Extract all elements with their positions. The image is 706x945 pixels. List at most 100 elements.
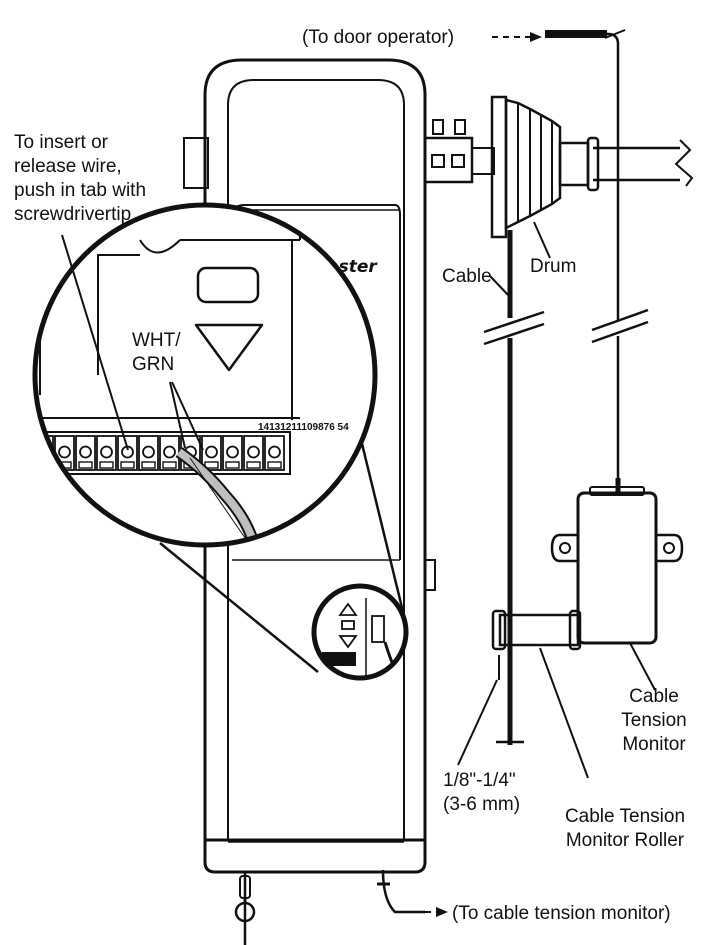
insert-note-line-4: screwdrivertip bbox=[14, 204, 131, 225]
detail-up-arrow-icon bbox=[338, 602, 358, 616]
terminal-block-9 bbox=[201, 435, 222, 471]
terminal-release-tab-3 bbox=[78, 461, 93, 469]
terminal-release-tab-1 bbox=[36, 461, 51, 469]
insert-note-line-2: release wire, bbox=[14, 156, 122, 177]
insert-note-line-1: To insert or bbox=[14, 132, 109, 153]
terminal-screw-1 bbox=[37, 445, 50, 459]
terminal-screw-11 bbox=[247, 445, 260, 459]
side-mount-bracket bbox=[183, 137, 209, 189]
hub-hole-2 bbox=[451, 154, 465, 168]
shaft-break-mark bbox=[674, 139, 694, 187]
terminal-screw-6 bbox=[142, 445, 155, 459]
leader-drum bbox=[533, 221, 551, 259]
drum-collar-ring bbox=[586, 136, 600, 192]
leader-cable bbox=[489, 275, 510, 297]
cables bbox=[483, 29, 649, 745]
monitor-body bbox=[576, 491, 658, 645]
monitor-roller-arm bbox=[498, 613, 580, 647]
cable-tension-monitor bbox=[491, 486, 684, 680]
monitor-label-line-3: Monitor bbox=[622, 734, 686, 755]
monitor-roller bbox=[491, 609, 507, 651]
terminal-block-11 bbox=[243, 435, 264, 471]
operator-wire-hook bbox=[604, 29, 626, 39]
terminal-block-5 bbox=[117, 435, 138, 471]
right-side-clip bbox=[424, 559, 436, 591]
monitor-ear-right-hole bbox=[663, 542, 675, 554]
roller-label-line-2: Monitor Roller bbox=[566, 830, 685, 851]
leader-roller bbox=[539, 647, 589, 779]
shaft-assembly bbox=[423, 119, 694, 187]
cable-label: Cable bbox=[442, 266, 492, 287]
hub-hole-1 bbox=[431, 154, 445, 168]
housing-inner-panel bbox=[227, 79, 405, 840]
to-door-operator-label: (To door operator) bbox=[302, 27, 454, 48]
monitor-roller-end bbox=[568, 609, 582, 651]
monitor-ear-left bbox=[550, 533, 578, 563]
monitor-label-line-2: Tension bbox=[621, 710, 687, 731]
to-cable-tension-monitor-label: (To cable tension monitor) bbox=[452, 903, 671, 924]
leader-monitor bbox=[629, 642, 656, 691]
terminal-release-tab-12 bbox=[267, 461, 282, 469]
detail-terminal-strip bbox=[322, 652, 356, 666]
up-button bbox=[196, 266, 260, 304]
terminal-release-tab-11 bbox=[246, 461, 261, 469]
monitor-ear-right bbox=[656, 533, 684, 563]
cable-drum bbox=[490, 95, 600, 239]
housing-bottom-cap bbox=[203, 838, 427, 874]
terminal-release-tab-4 bbox=[99, 461, 114, 469]
detail-down-arrow-icon bbox=[338, 635, 358, 649]
zoom-line-upper bbox=[353, 414, 407, 621]
down-arrow-icon bbox=[194, 323, 264, 372]
insert-note-line-3: push in tab with bbox=[14, 180, 146, 201]
operator-wire-to-door bbox=[545, 32, 620, 320]
mag-housing-outline-left bbox=[97, 254, 140, 375]
terminal-release-tab-7 bbox=[162, 461, 177, 469]
door-cable-break-top bbox=[483, 310, 545, 334]
leader-lines bbox=[61, 32, 656, 917]
gap-label-line-2: (3-6 mm) bbox=[443, 794, 520, 815]
terminal-release-tab-5 bbox=[120, 461, 135, 469]
terminal-screw-10 bbox=[226, 445, 239, 459]
terminal-screw-9 bbox=[205, 445, 218, 459]
terminal-screw-12 bbox=[268, 445, 281, 459]
bottom-hardware bbox=[234, 869, 425, 945]
leader-wht-grn-1 bbox=[169, 381, 186, 449]
magnifier-zoom-lines bbox=[159, 414, 407, 673]
drive-shaft-short bbox=[471, 147, 495, 175]
drum-collar bbox=[558, 141, 590, 187]
terminal-screw-4 bbox=[100, 445, 113, 459]
terminal-block-3 bbox=[75, 435, 96, 471]
roller-label-line-1: Cable Tension bbox=[565, 806, 685, 827]
terminal-strip bbox=[35, 431, 291, 475]
detail-circle-outline bbox=[311, 583, 409, 681]
set-screw-1 bbox=[432, 119, 444, 135]
terminal-block-12 bbox=[264, 435, 285, 471]
monitor-ear-left-hole bbox=[559, 542, 571, 554]
terminal-block-6 bbox=[138, 435, 159, 471]
door-cable-break-bottom bbox=[483, 322, 545, 346]
wire-color-line-1: WHT/ bbox=[132, 330, 181, 351]
drum-label: Drum bbox=[530, 256, 576, 277]
terminal-block-10 bbox=[222, 435, 243, 471]
wire-color-line-2: GRN bbox=[132, 354, 174, 375]
magnifier-circle bbox=[32, 202, 378, 548]
set-screw-2 bbox=[454, 119, 466, 135]
housing-outline bbox=[203, 58, 427, 840]
arrowhead-cable-tension-monitor bbox=[436, 907, 448, 917]
detail-button bbox=[341, 620, 355, 630]
magnified-terminal-view: 14131211109876 54 bbox=[32, 202, 378, 548]
wire-break-bottom bbox=[591, 320, 649, 344]
terminal-release-tab-6 bbox=[141, 461, 156, 469]
terminal-block-4 bbox=[96, 435, 117, 471]
mag-housing-notch bbox=[139, 239, 181, 254]
leader-gap bbox=[457, 679, 498, 766]
terminal-screw-2 bbox=[58, 445, 71, 459]
terminal-screw-3 bbox=[79, 445, 92, 459]
detail-circle bbox=[311, 583, 409, 681]
monitor-lead-wire bbox=[381, 869, 425, 914]
operator-wire-sleeve bbox=[545, 30, 607, 38]
wire-break-top bbox=[591, 308, 649, 332]
gap-label-line-1: 1/8"-1/4" bbox=[443, 770, 516, 791]
monitor-label-line-1: Cable bbox=[629, 686, 679, 707]
